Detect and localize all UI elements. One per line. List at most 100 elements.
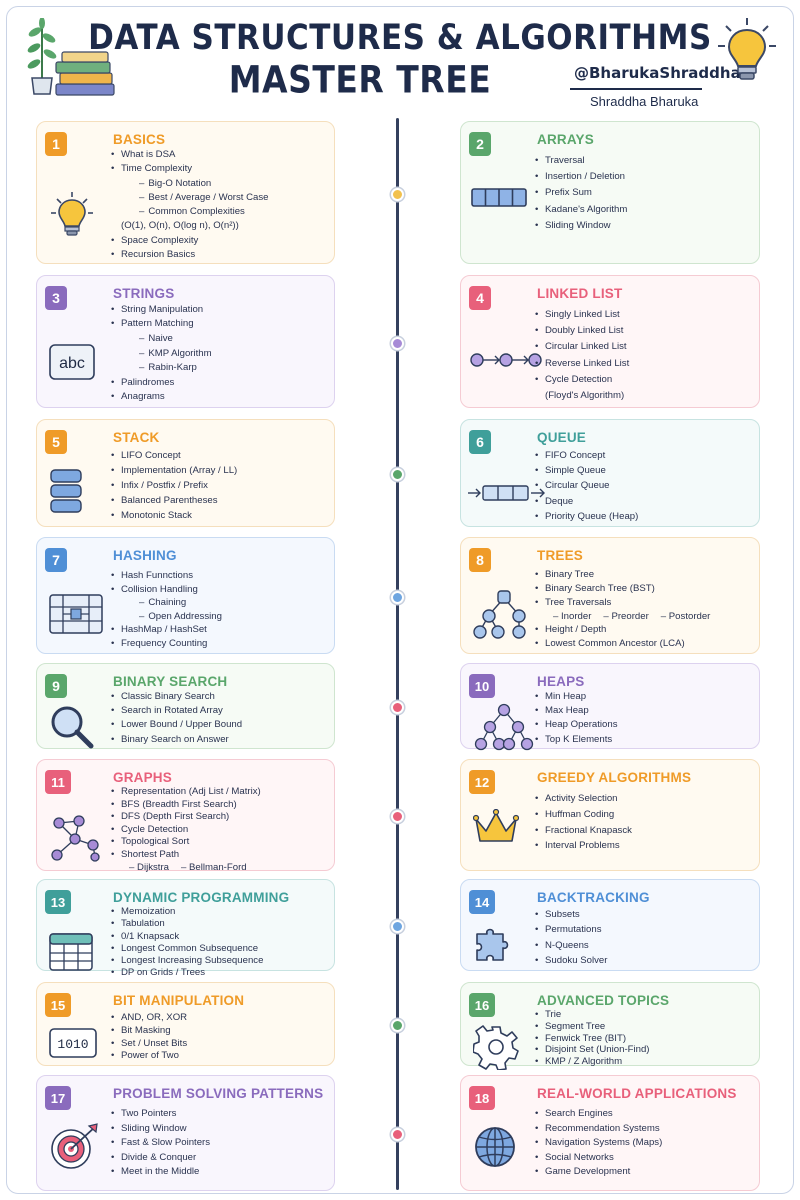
topic-list: Two PointersSliding WindowFast & Slow Po… bbox=[111, 1107, 210, 1180]
card-number-badge: 12 bbox=[469, 770, 495, 794]
item-label: Interval Problems bbox=[545, 840, 620, 852]
topic-item: Min Heap bbox=[535, 690, 618, 704]
tree-node bbox=[391, 590, 404, 604]
item-label: Pattern Matching bbox=[121, 318, 194, 330]
topic-item: Segment Tree bbox=[535, 1021, 650, 1033]
tree-spine bbox=[396, 118, 399, 1190]
item-label: Rabin-Karp bbox=[148, 362, 197, 374]
subtopic-row: – Dijkstra– Bellman-Ford bbox=[121, 862, 261, 875]
item-label: Traversal bbox=[545, 155, 585, 166]
card-title: QUEUE bbox=[537, 430, 587, 445]
item-label: AND, OR, XOR bbox=[121, 1012, 188, 1024]
topic-item: Representation (Adj List / Matrix) bbox=[111, 786, 261, 799]
card-title: GRAPHS bbox=[113, 770, 172, 785]
topic-item: HashMap / HashSet bbox=[111, 623, 222, 637]
card-number-badge: 3 bbox=[45, 286, 67, 310]
topic-item: Lower Bound / Upper Bound bbox=[111, 718, 243, 732]
item-label: BFS (Breadth First Search) bbox=[121, 798, 237, 810]
card-title: ADVANCED TOPICS bbox=[537, 993, 670, 1008]
topic-item: Anagrams bbox=[111, 390, 212, 405]
item-label: Longest Increasing Subsequence bbox=[121, 955, 264, 967]
item-label: 0/1 Knapsack bbox=[121, 930, 180, 942]
item-label: Lowest Common Ancestor (LCA) bbox=[545, 638, 685, 650]
topic-list: TrieSegment TreeFenwick Tree (BIT)Disjoi… bbox=[535, 1009, 650, 1068]
subtopic-row: – Inorder– Preorder– Postorder bbox=[545, 610, 722, 624]
plant-books-icon bbox=[22, 17, 122, 105]
item-label: Lower Bound / Upper Bound bbox=[121, 719, 243, 731]
topic-item: Cycle Detection bbox=[111, 824, 261, 837]
item-label: Divide & Conquer bbox=[121, 1151, 197, 1163]
topic-item: Insertion / Deletion bbox=[535, 169, 627, 185]
topic-item: Monotonic Stack bbox=[111, 509, 237, 524]
item-label: String Manipulation bbox=[121, 303, 204, 315]
topic-item: Simple Queue bbox=[535, 463, 638, 478]
topic-item: Singly Linked List bbox=[535, 307, 629, 323]
topic-item: Tree Traversals bbox=[535, 596, 722, 610]
topic-list: Search EnginesRecommendation SystemsNavi… bbox=[535, 1107, 662, 1180]
tree-node bbox=[391, 468, 404, 481]
item-label: Max Heap bbox=[545, 705, 589, 717]
card-title: STACK bbox=[113, 430, 160, 445]
topic-item: Max Heap bbox=[535, 704, 618, 718]
topic-item: Hash Funnctions bbox=[111, 569, 222, 583]
topic-list: TraversalInsertion / DeletionPrefix SumK… bbox=[535, 153, 627, 234]
tree-icon bbox=[473, 589, 535, 639]
item-label: Reverse Linked List bbox=[545, 357, 630, 369]
item-label: Singly Linked List bbox=[545, 309, 620, 320]
tree-node bbox=[391, 1019, 404, 1032]
topic-item: Kadane's Algorithm bbox=[535, 202, 627, 218]
topic-item: AND, OR, XOR bbox=[111, 1012, 188, 1025]
topic-item: Two Pointers bbox=[111, 1107, 210, 1122]
item-label: Monotonic Stack bbox=[121, 510, 192, 522]
topic-item: Top K Elements bbox=[535, 733, 618, 747]
item-label: Social Networks bbox=[545, 1151, 614, 1163]
subtopic-label: Preorder bbox=[611, 610, 649, 622]
topic-item: Social Networks bbox=[535, 1151, 662, 1166]
card-number-badge: 5 bbox=[45, 430, 67, 454]
subtopic-label: Dijkstra bbox=[137, 861, 169, 873]
item-label: KMP / Z Algorithm bbox=[545, 1056, 623, 1068]
svg-text:1010: 1010 bbox=[57, 1037, 88, 1052]
item-label: Big-O Notation bbox=[148, 177, 212, 189]
topic-item: Disjoint Set (Union-Find) bbox=[535, 1044, 649, 1056]
item-label: Representation (Adj List / Matrix) bbox=[121, 786, 261, 797]
binary-icon: 1010 bbox=[49, 1028, 97, 1058]
topic-item: Collision Handling bbox=[111, 583, 222, 597]
handle-underline bbox=[570, 88, 702, 90]
topic-list: MemoizationTabulation0/1 KnapsackLongest… bbox=[111, 906, 264, 980]
item-label: Classic Binary Search bbox=[121, 691, 215, 702]
item-label: Deque bbox=[545, 495, 574, 507]
card-number-badge: 17 bbox=[45, 1086, 71, 1110]
subtopic-item: Rabin-Karp bbox=[121, 361, 212, 376]
item-label: Game Development bbox=[545, 1166, 631, 1178]
topic-item: Huffman Coding bbox=[535, 807, 632, 823]
crown-icon bbox=[473, 809, 519, 845]
subtopic-item: – Dijkstra bbox=[129, 861, 169, 873]
card-number-badge: 13 bbox=[45, 890, 71, 914]
item-label: Anagrams bbox=[121, 391, 165, 403]
topic-item: Priority Queue (Heap) bbox=[535, 509, 638, 524]
item-label: Two Pointers bbox=[121, 1108, 177, 1119]
topic-item: Power of Two bbox=[111, 1050, 187, 1063]
topic-item: Balanced Parentheses bbox=[111, 494, 237, 509]
item-label: Sliding Window bbox=[545, 219, 611, 231]
item-label: Longest Common Subsequence bbox=[121, 942, 259, 954]
topic-item: Circular Queue bbox=[535, 478, 638, 493]
topic-item: Binary Tree bbox=[535, 568, 722, 582]
topic-item: 0/1 Knapsack bbox=[111, 930, 263, 944]
item-label: Sliding Window bbox=[121, 1122, 187, 1134]
topic-item: Binary Search Tree (BST) bbox=[535, 582, 722, 596]
item-label: Cycle Detection bbox=[545, 373, 613, 385]
author-handle: @BharukaShraddha bbox=[574, 64, 741, 82]
subtopic-item: KMP Algorithm bbox=[121, 347, 211, 362]
topic-card: 5STACKLIFO ConceptImplementation (Array … bbox=[36, 419, 335, 527]
svg-text:abc: abc bbox=[59, 355, 85, 372]
topic-item: Reverse Linked List bbox=[535, 356, 630, 372]
topic-item: Interval Problems bbox=[535, 838, 632, 854]
topic-item: Pattern Matching bbox=[111, 317, 212, 332]
subtopic-item: – Postorder bbox=[660, 610, 711, 622]
card-title: ARRAYS bbox=[537, 132, 594, 147]
